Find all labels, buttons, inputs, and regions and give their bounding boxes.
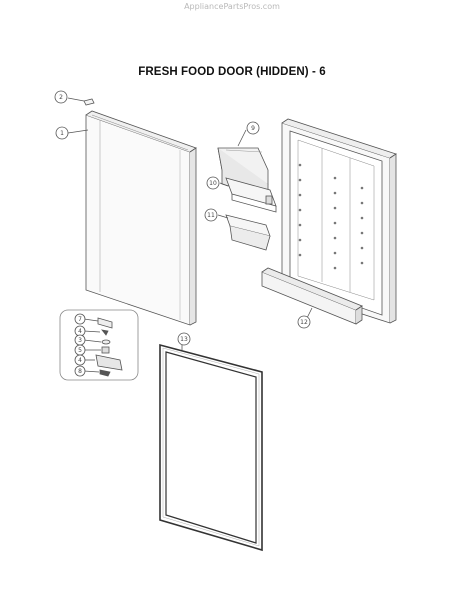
callout-10: 10: [206, 176, 220, 190]
part-13-door-gasket[interactable]: [159, 341, 263, 552]
callout-8: 8: [74, 365, 86, 377]
callout-5: 5: [74, 344, 86, 356]
callout-4-label: 4: [78, 328, 82, 335]
callout-9: 9: [246, 121, 260, 135]
callout-12-label: 12: [300, 319, 308, 326]
diagram-title: FRESH FOOD DOOR (HIDDEN) - 6: [138, 66, 326, 78]
callout-4b-label: 4: [78, 357, 82, 364]
callout-8-label: 8: [78, 368, 82, 375]
callout-7-label: 7: [78, 316, 82, 323]
callout-5-label: 5: [78, 347, 82, 354]
callout-4: 4: [74, 325, 86, 337]
callout-9-label: 9: [251, 125, 255, 132]
part-12-bottom-shelf[interactable]: [261, 267, 363, 325]
callout-13: 13: [177, 332, 191, 346]
callout-2-label: 2: [59, 94, 63, 101]
callout-11-label: 11: [207, 212, 215, 219]
part-10-bin-frame[interactable]: [219, 177, 277, 213]
callout-1-label: 1: [60, 130, 64, 137]
callout-2: 2: [54, 90, 68, 104]
callout-3: 3: [74, 334, 86, 346]
callout-10-label: 10: [209, 180, 217, 187]
inner-door-liner[interactable]: [281, 118, 397, 324]
callout-12: 12: [297, 315, 311, 329]
callout-7: 7: [74, 313, 86, 325]
hinge-parts-group[interactable]: [59, 309, 139, 381]
callout-3-label: 3: [78, 337, 82, 344]
part-11-door-bin[interactable]: [217, 214, 271, 251]
source-watermark: AppliancePartsPros.com: [184, 2, 280, 11]
callout-13-label: 13: [180, 336, 188, 343]
part-2-cap[interactable]: [67, 97, 95, 106]
callout-11: 11: [204, 208, 218, 222]
part-1-outer-door[interactable]: [67, 110, 197, 326]
callout-4b: 4: [74, 354, 86, 366]
callout-1: 1: [55, 126, 69, 140]
